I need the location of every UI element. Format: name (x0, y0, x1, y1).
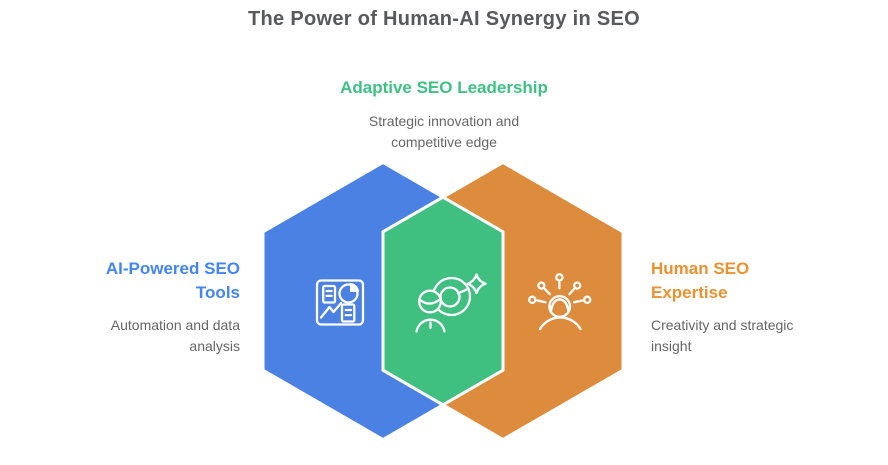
hexagon-adaptive-seo-leadership (381, 195, 505, 407)
left-section-heading: AI-Powered SEO Tools (105, 259, 240, 302)
left-section-description: Automation and data analysis (110, 317, 240, 354)
section-human-seo-expertise: Human SEO Expertise Creativity and strat… (651, 257, 851, 356)
center-section-description: Strategic innovation and competitive edg… (368, 113, 520, 150)
right-section-description: Creativity and strategic insight (651, 317, 794, 354)
dashboard-analytics-icon (315, 279, 365, 326)
center-section-heading: Adaptive SEO Leadership (340, 78, 548, 97)
person-ideas-icon (528, 273, 592, 331)
section-ai-powered-seo-tools: AI-Powered SEO Tools Automation and data… (58, 257, 240, 356)
page-title: The Power of Human-AI Synergy in SEO (248, 8, 640, 30)
right-section-heading: Human SEO Expertise (651, 259, 750, 302)
section-adaptive-seo-leadership: Adaptive SEO Leadership Strategic innova… (0, 77, 888, 152)
person-target-icon (415, 273, 487, 333)
